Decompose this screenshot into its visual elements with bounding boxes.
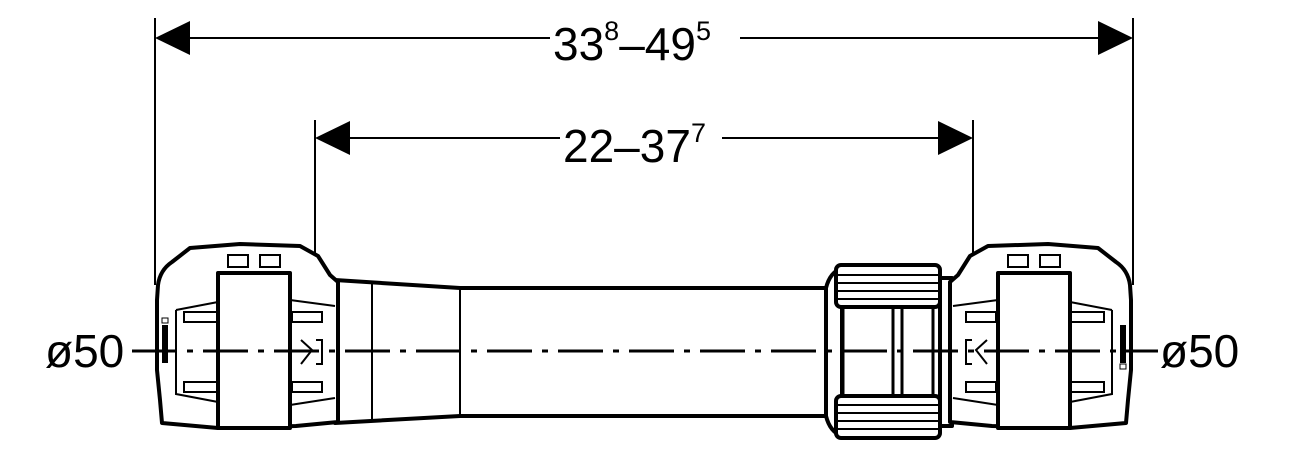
right-push-fitting <box>948 242 1133 430</box>
left-push-fitting <box>155 242 340 430</box>
right-diameter-label: ø50 <box>1160 325 1239 377</box>
left-diameter-label: ø50 <box>45 325 124 377</box>
insertion-dimension-line: 22–377 <box>315 118 973 172</box>
overall-dimension-label: 338–495 <box>553 16 711 70</box>
insertion-dimension-label: 22–377 <box>563 118 706 172</box>
overall-dimension-line: 338–495 <box>155 16 1133 70</box>
geberit-logo <box>161 317 169 363</box>
